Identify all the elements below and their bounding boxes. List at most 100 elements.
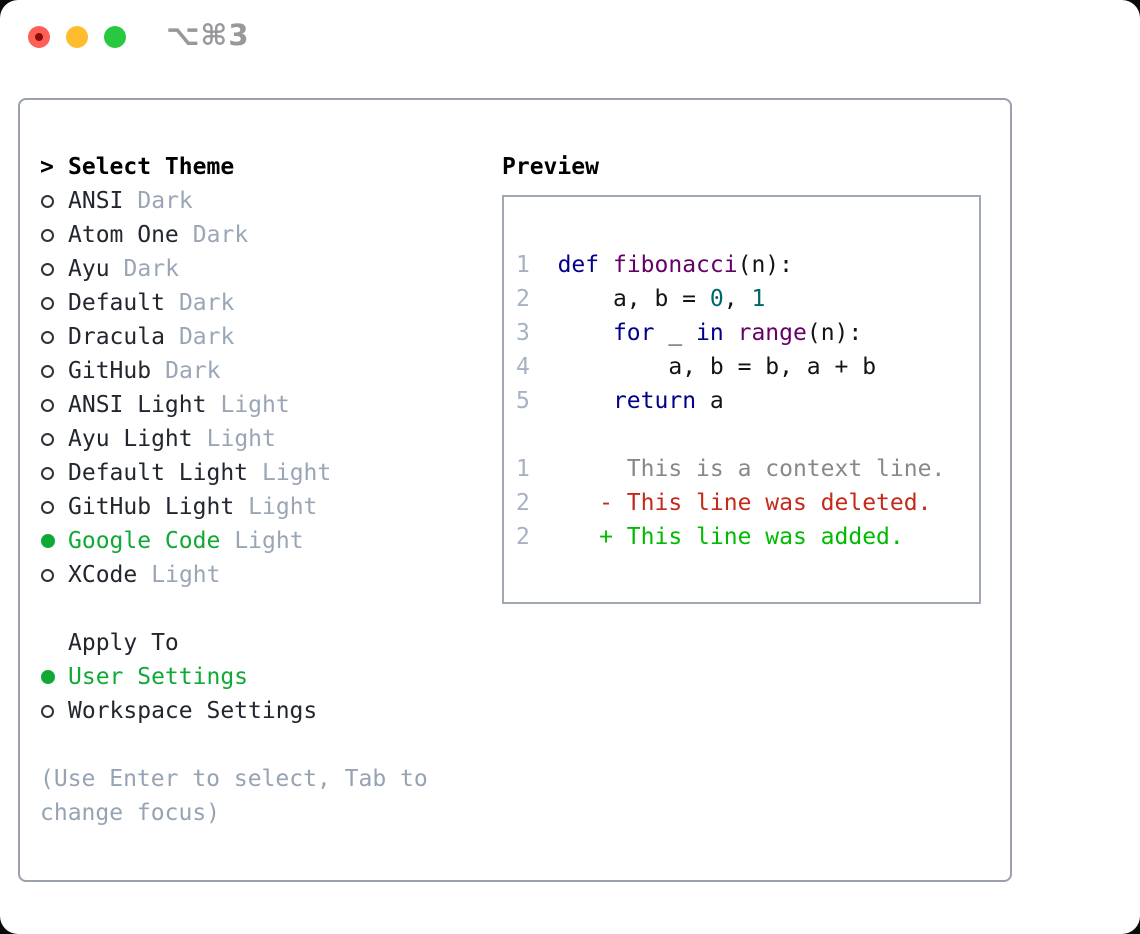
code-token: a, b = [529, 286, 710, 312]
code-token-deleted: - This line was deleted. [529, 490, 932, 516]
item-variant-tag: Dark [178, 324, 235, 350]
select-theme-header: Select Theme [68, 154, 235, 180]
code-line: 1 This is a context line. [516, 452, 979, 486]
item-variant-tag: Dark [123, 256, 179, 282]
code-token-literal: 1 [751, 286, 766, 312]
code-token-function: fibonacci [612, 252, 738, 278]
apply-to-header: Apply To [68, 630, 179, 656]
code-token-context: This is a context line. [529, 456, 946, 482]
item-label: GitHub Light [68, 494, 235, 520]
zoom-button[interactable] [104, 26, 126, 48]
item-label: Ayu Light [68, 426, 193, 452]
radio-icon [40, 432, 68, 446]
cursor-icon: > [40, 154, 54, 180]
theme-list-item[interactable]: Ayu Dark [40, 252, 502, 286]
code-token-keyword: return [612, 388, 697, 414]
code-line: 1 def fibonacci(n): [516, 248, 979, 282]
selected-radio-icon [40, 534, 68, 548]
item-variant-tag: Light [262, 460, 332, 486]
radio-icon [40, 704, 68, 718]
close-button-dot-icon [35, 33, 43, 41]
code-token: , [723, 286, 752, 312]
code-line: 4 a, b = b, a + b [516, 350, 979, 384]
preview-column: Preview 1 def fibonacci(n):2 a, b = 0, 1… [502, 150, 981, 604]
code-token: (n): [806, 320, 863, 346]
code-line: 2 a, b = 0, 1 [516, 282, 979, 316]
item-label: Workspace Settings [68, 698, 318, 724]
window-shortcut-label: ⌥⌘3 [166, 18, 250, 52]
radio-icon [40, 228, 68, 242]
item-label: User Settings [68, 664, 249, 690]
radio-icon [40, 466, 68, 480]
code-token-keyword: for [612, 320, 655, 346]
code-token-keyword: def [557, 252, 600, 278]
code-token [530, 388, 613, 414]
item-label: Default Light [68, 460, 249, 486]
item-variant-tag: Light [151, 562, 221, 588]
theme-list-item[interactable]: Dracula Dark [40, 320, 502, 354]
item-variant-tag: Dark [192, 222, 249, 248]
radio-icon [40, 398, 68, 412]
item-variant-tag: Light [248, 494, 318, 520]
preview-header: Preview [502, 154, 599, 180]
code-line: 5 return a [516, 384, 979, 418]
code-token-literal: 0 [709, 286, 724, 312]
item-variant-tag: Light [220, 392, 290, 418]
line-number: 2 [516, 286, 530, 312]
hint-text: (Use Enter to select, Tab to change focus… [40, 762, 502, 830]
select-theme-header-row: > Select Theme [40, 150, 502, 184]
radio-icon [40, 364, 68, 378]
theme-list-item[interactable]: GitHub Dark [40, 354, 502, 388]
code-token: a, b = b, a + b [529, 354, 877, 380]
radio-icon [40, 262, 68, 276]
item-label: Atom One [68, 222, 179, 248]
apply-to-option[interactable]: Workspace Settings [40, 694, 502, 728]
close-button[interactable] [28, 26, 50, 48]
theme-list-item[interactable]: Default Light Light [40, 456, 502, 490]
radio-icon [40, 500, 68, 514]
theme-list-item[interactable]: Atom One Dark [40, 218, 502, 252]
item-label: Ayu [68, 256, 110, 282]
item-label: Default [68, 290, 165, 316]
radio-icon [40, 296, 68, 310]
code-token-keyword: in [696, 320, 724, 346]
item-variant-tag: Dark [137, 188, 193, 214]
code-line: 3 for _ in range(n): [516, 316, 979, 350]
hint-line: change focus) [40, 800, 221, 826]
code-token: _ [654, 320, 697, 346]
line-number: 5 [516, 388, 530, 414]
code-line: 2 + This line was added. [516, 520, 979, 554]
minimize-button[interactable] [66, 26, 88, 48]
item-label: ANSI Light [68, 392, 207, 418]
theme-list-item[interactable]: Ayu Light Light [40, 422, 502, 456]
apply-to-option[interactable]: User Settings [40, 660, 502, 694]
code-token [724, 320, 738, 346]
theme-list-item[interactable]: GitHub Light Light [40, 490, 502, 524]
apply-to-header-row: Apply To [40, 626, 502, 660]
item-variant-tag: Dark [165, 358, 221, 384]
code-token [530, 320, 613, 346]
spacer [40, 728, 502, 762]
code-token [530, 252, 558, 278]
item-variant-tag: Light [234, 528, 304, 554]
line-number: 2 [516, 524, 530, 550]
item-label: GitHub [68, 358, 152, 384]
hint-line: (Use Enter to select, Tab to [40, 766, 428, 792]
line-number: 2 [516, 490, 530, 516]
line-number: 1 [516, 456, 530, 482]
item-variant-tag: Light [206, 426, 276, 452]
theme-list-item[interactable]: ANSI Light Light [40, 388, 502, 422]
radio-icon [40, 330, 68, 344]
item-label: Dracula [68, 324, 165, 350]
code-token: (n): [737, 252, 793, 278]
